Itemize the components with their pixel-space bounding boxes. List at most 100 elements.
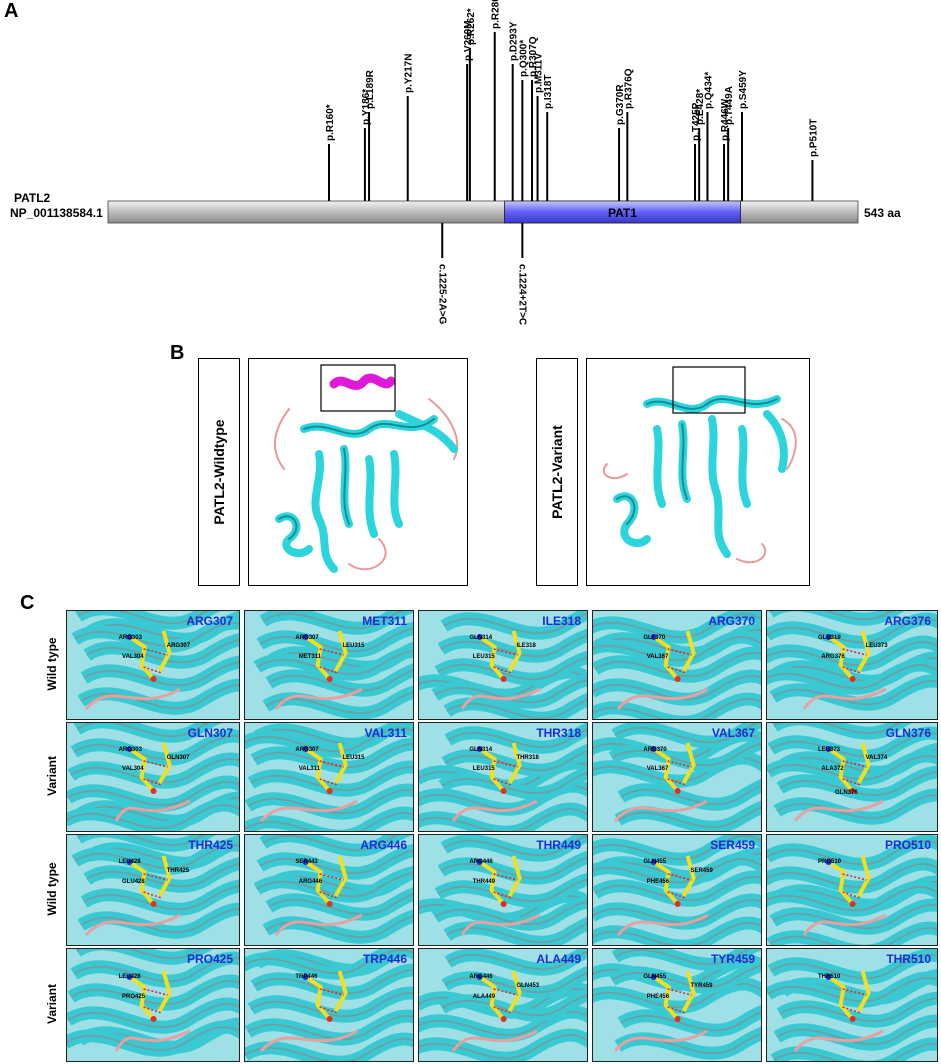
residue-title: ARG446: [360, 838, 407, 852]
mutation-label: p.T425P: [691, 102, 702, 141]
mutation-label: p.Q300*: [518, 40, 529, 77]
highlighted-helix: [329, 373, 396, 391]
residue-structure-image: [419, 835, 587, 945]
residue-label: LEU373: [865, 643, 888, 650]
gene-name: PATL2: [14, 191, 51, 205]
residue-structure-image: [419, 723, 587, 831]
residue-structure-image: [71, 611, 239, 715]
mutation-label: p.R280Q: [491, 0, 502, 29]
residue-title: ARG376: [884, 614, 931, 628]
splice-label: c.1225-2A>G: [436, 264, 447, 325]
residue-structure-image: [253, 611, 413, 719]
residue-label: ARG376: [821, 654, 845, 661]
mutation-label: p.Y217N: [404, 54, 415, 93]
residue-structure-image: [593, 949, 761, 1060]
residue-structure-image: [253, 835, 413, 944]
residue-structure-image: [419, 949, 587, 1061]
residue-label: VAL367: [646, 654, 669, 661]
mutation-label: p.L189R: [365, 69, 376, 109]
panel-label-b: B: [170, 342, 185, 364]
residue-label: SER459: [690, 868, 713, 874]
residue-title: GLN376: [885, 726, 931, 740]
variant-label: PATL2-Variant: [549, 425, 565, 519]
residue-structure-image: [593, 723, 761, 831]
domain-label: PAT1: [608, 206, 637, 220]
residue-title: THR510: [886, 952, 931, 966]
highlight-box: [672, 366, 746, 414]
residue-label: GLN314: [469, 634, 493, 641]
residue-title: TRP446: [362, 952, 407, 966]
residue-structure-image: [767, 835, 937, 945]
residue-structure-image: [419, 611, 587, 719]
residue-label: ARG307: [295, 634, 319, 641]
transcript-id: NP_001138584.1: [10, 206, 103, 220]
residue-label: LEU315: [342, 643, 365, 650]
mutation-label: p.Q434*: [703, 72, 714, 109]
residue-title: ALA449: [536, 952, 581, 966]
residue-label: VAL311: [298, 766, 320, 773]
residue-label: GLU428: [122, 879, 145, 885]
variant-structure: [586, 358, 810, 586]
residue-label: GLN307: [166, 755, 190, 762]
residue-label: TRP446: [295, 973, 318, 980]
residue-structure-image: [593, 835, 761, 945]
variant-label-box: PATL2-Variant: [536, 358, 578, 586]
residue-title: ARG307: [186, 614, 233, 628]
residue-title: VAL311: [364, 726, 407, 740]
residue-label: ARG446: [469, 859, 493, 866]
residue-label: ARG446: [298, 879, 323, 885]
residue-label: VAL304: [122, 654, 144, 661]
pat1-domain: [504, 200, 741, 224]
residue-label: VAL367: [646, 766, 669, 773]
residue-label: LEU315: [472, 766, 495, 773]
residue-title: TYR459: [710, 952, 755, 966]
residue-title: GLN307: [187, 726, 233, 740]
residue-label: THR318: [516, 755, 539, 762]
mutation-label: p.R446W: [720, 98, 731, 141]
residue-label: ARG307: [295, 746, 319, 753]
residue-label: SER443: [295, 859, 318, 866]
residue-label: THR449: [472, 879, 496, 885]
variant-structure-image: [602, 366, 797, 564]
residue-label: GLN453: [516, 982, 540, 989]
row-label-1: Wild type: [45, 637, 59, 691]
row-label-4: Variant: [45, 983, 59, 1025]
residue-label: GLU319: [818, 634, 841, 641]
residue-label: ILE318: [516, 643, 536, 650]
residue-title: ARG370: [708, 614, 755, 628]
residue-label: ARG303: [118, 634, 142, 641]
residue-label: GLN314: [469, 746, 493, 753]
protein-bar: [107, 200, 859, 224]
residue-label: LEU428: [118, 859, 141, 866]
mutation-label: p.M311V: [534, 53, 545, 93]
wildtype-structure-image: [273, 364, 459, 573]
residue-label: VAL304: [122, 766, 144, 773]
residue-structure-image: [767, 949, 937, 1061]
residue-label: LEU315: [472, 654, 495, 661]
protein-length: 543 aa: [864, 206, 901, 220]
wildtype-label-box: PATL2-Wildtype: [198, 358, 240, 586]
residue-label: GLY370: [643, 634, 666, 641]
panel-label-a: A: [4, 0, 19, 22]
mutation-label: p.V260M: [463, 20, 474, 61]
residue-label: GLN455: [643, 859, 667, 866]
residue-label: GLN455: [643, 973, 667, 980]
residue-title: VAL367: [711, 726, 755, 740]
mutation-label: p.D293Y: [509, 21, 520, 61]
residue-label: THR510: [818, 973, 841, 980]
residue-label: VAL374: [865, 755, 888, 762]
residue-label: THR425: [166, 868, 190, 874]
